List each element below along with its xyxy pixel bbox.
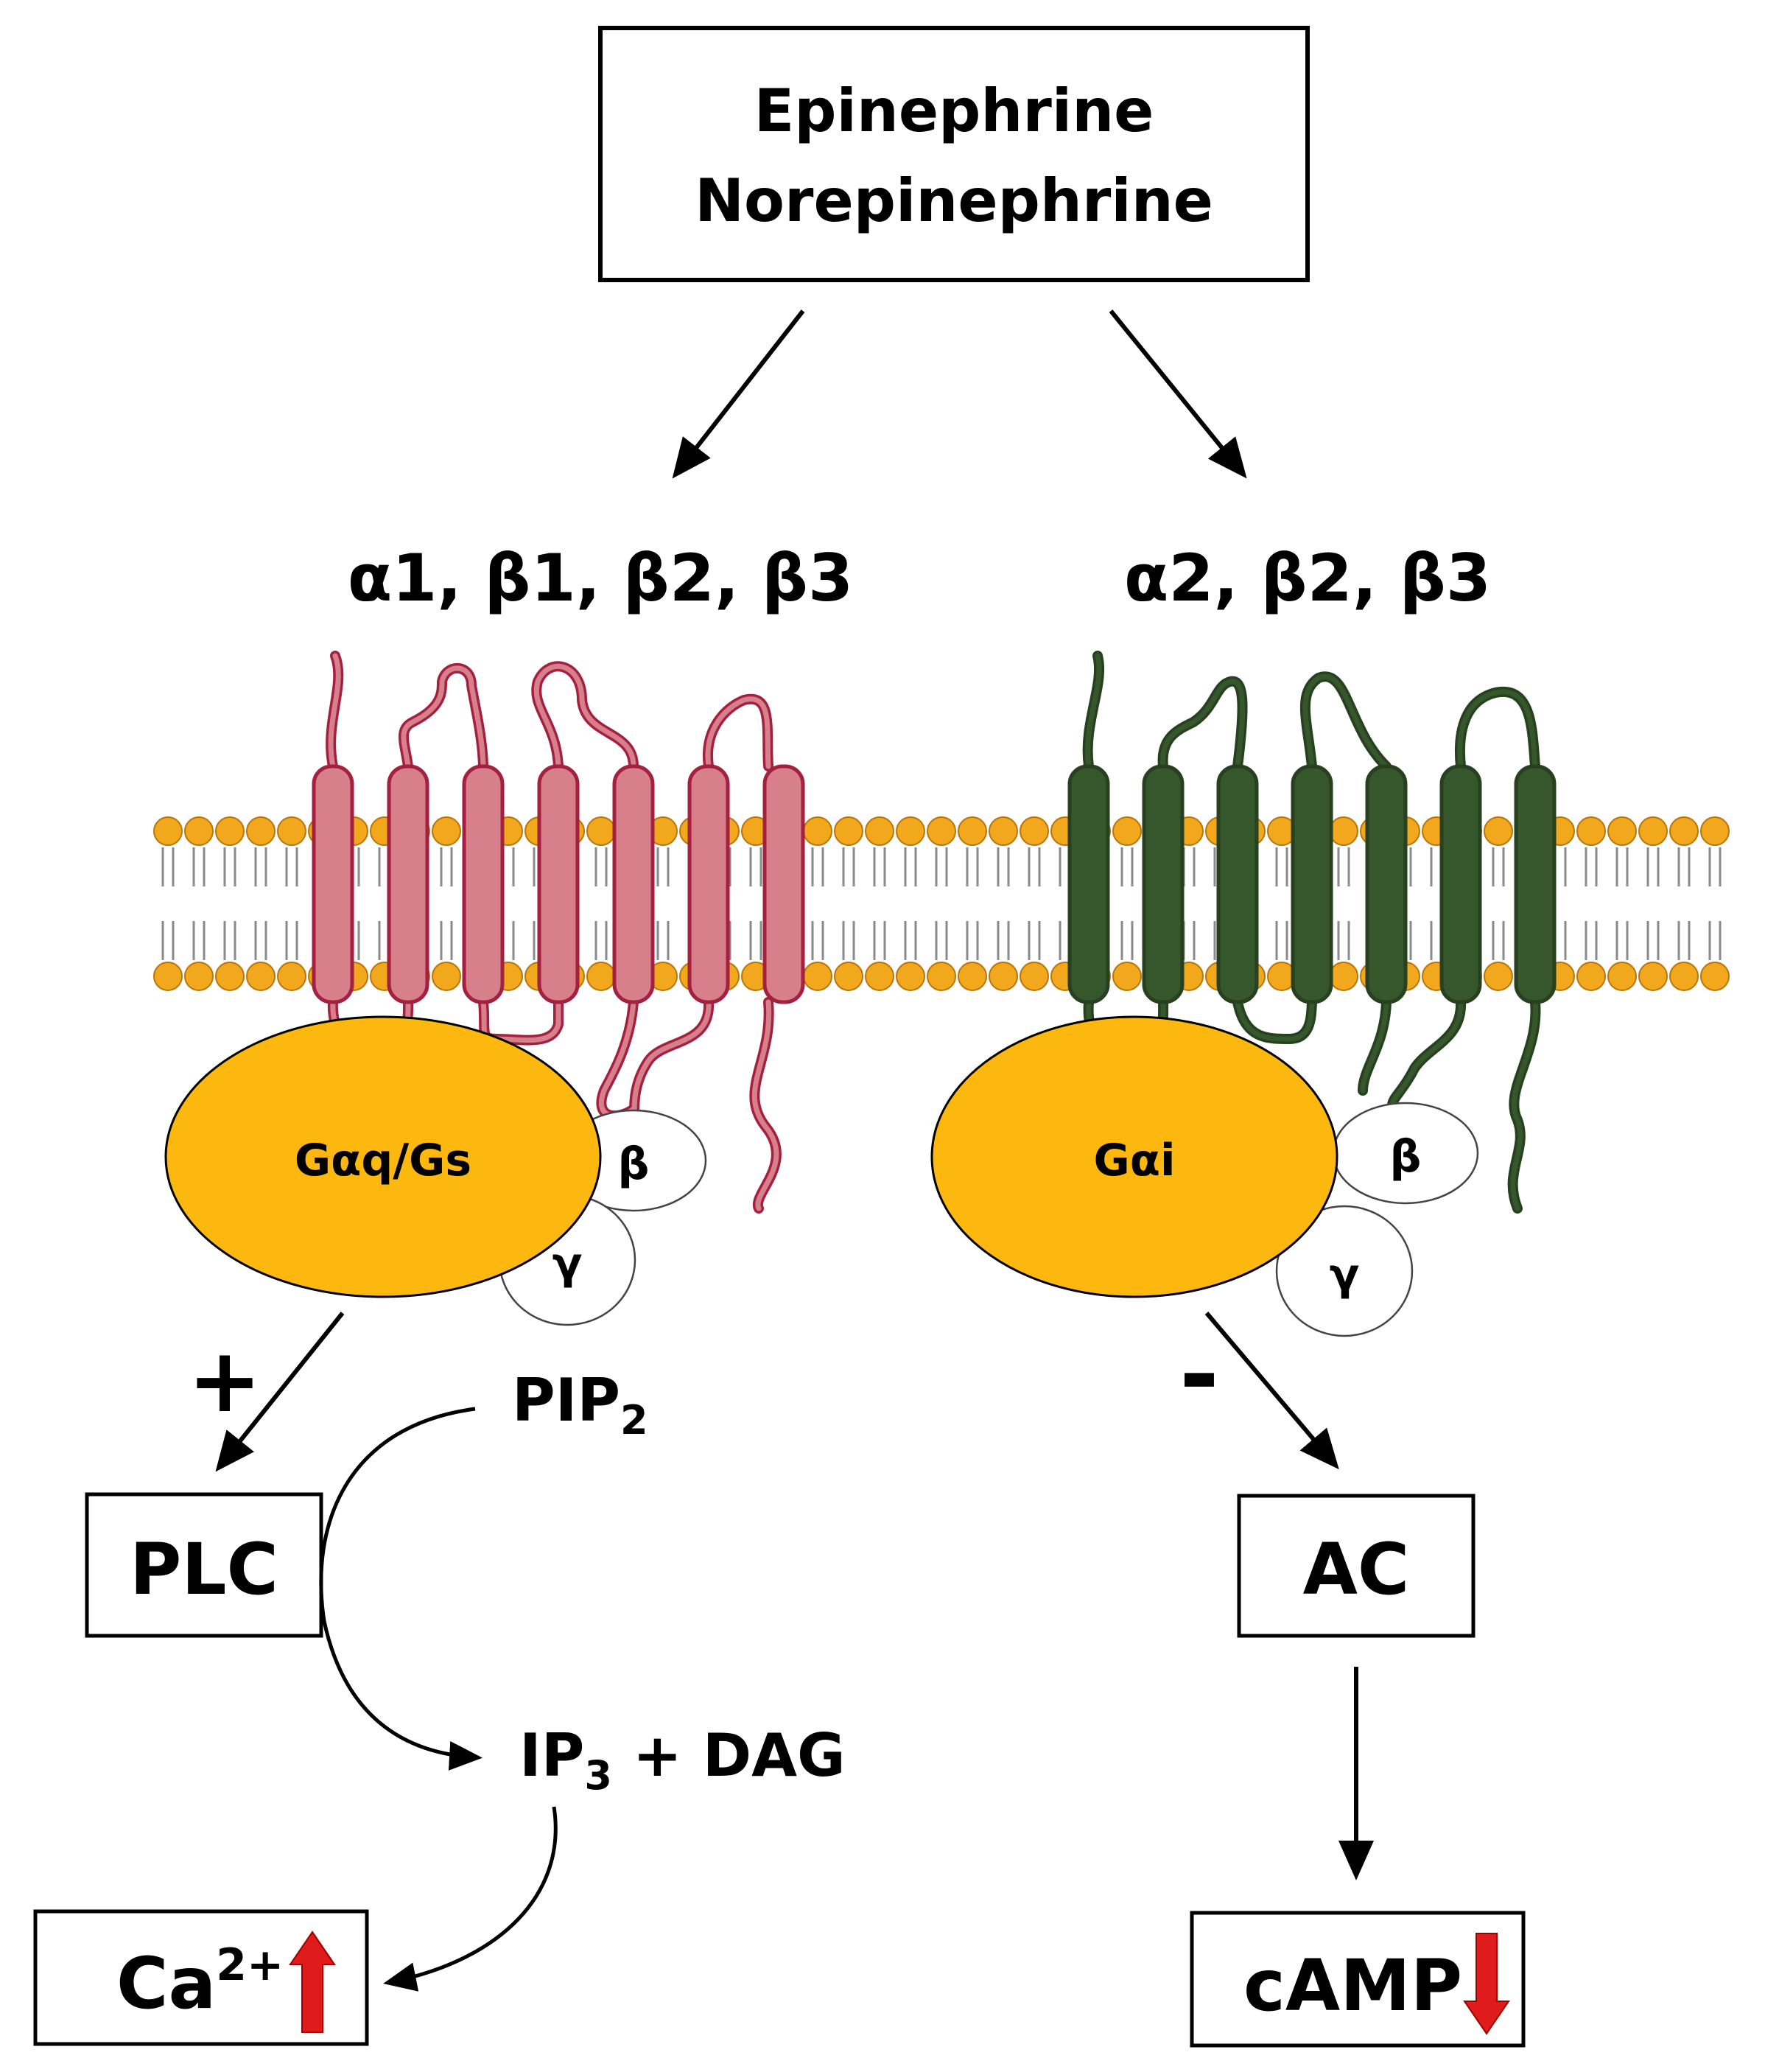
phospholipid <box>586 816 616 991</box>
ac-label: AC <box>1303 1528 1410 1611</box>
hormone-box <box>598 26 1310 282</box>
left-g-protein: Gαq/Gs β γ <box>164 1015 707 1326</box>
arrow-pip2-to-ip3 <box>319 1407 483 1771</box>
hormone-norepinephrine: Norepinephrine <box>695 167 1213 235</box>
right-g-gamma-subunit <box>1275 1205 1414 1337</box>
left-g-alpha-label: Gαq/Gs <box>295 1135 471 1186</box>
phospholipid <box>803 816 832 991</box>
phospholipid <box>246 816 276 991</box>
right-receptor <box>1067 651 1557 1214</box>
transmembrane-helix <box>687 764 730 1004</box>
arrow-g-to-ac <box>1204 1312 1339 1470</box>
plc-box <box>85 1492 323 1638</box>
phospholipid <box>834 816 863 991</box>
phospholipid <box>277 816 306 991</box>
transmembrane-helix <box>1216 764 1259 1004</box>
minus-sign: - <box>1179 1318 1219 1430</box>
arrow-to-left-receptor <box>672 309 805 479</box>
arrow-to-right-receptor <box>1109 309 1247 479</box>
transmembrane-helix <box>1365 764 1408 1004</box>
right-g-gamma-label: γ <box>1330 1249 1360 1301</box>
phospholipid <box>432 816 461 991</box>
left-receptor <box>312 651 805 1214</box>
transmembrane-helix <box>1067 764 1110 1004</box>
phospholipid <box>153 816 183 991</box>
ip3-dag-label: IP3 + DAG <box>519 1721 846 1799</box>
plc-label: PLC <box>130 1528 278 1611</box>
plus-sign: + <box>188 1330 262 1432</box>
phospholipid <box>184 816 214 991</box>
phospholipid <box>1576 816 1606 991</box>
right-g-beta-label: β <box>1390 1131 1422 1183</box>
phospholipid <box>865 816 894 991</box>
transmembrane-helix <box>1514 764 1557 1004</box>
arrow-down-icon <box>1463 1933 1510 2035</box>
camp-box <box>1190 1911 1526 2048</box>
left-g-gamma-label: γ <box>552 1238 583 1289</box>
phospholipid <box>1112 816 1142 991</box>
transmembrane-helix <box>612 764 655 1004</box>
phospholipid <box>1700 816 1730 991</box>
phospholipid <box>989 816 1018 991</box>
arrow-g-to-plc <box>215 1312 345 1472</box>
transmembrane-helix <box>462 764 505 1004</box>
phospholipid <box>1267 816 1296 991</box>
transmembrane-helix <box>387 764 429 1004</box>
left-g-beta-label: β <box>618 1138 650 1190</box>
phospholipid <box>1329 816 1358 991</box>
transmembrane-helix <box>1142 764 1185 1004</box>
transmembrane-helix <box>312 764 354 1004</box>
transmembrane-helix <box>1439 764 1482 1004</box>
phospholipid <box>958 816 987 991</box>
right-g-alpha-label: Gαi <box>1093 1135 1175 1186</box>
transmembrane-helix <box>762 764 805 1004</box>
right-g-protein: Gαi β γ <box>930 1015 1479 1337</box>
phospholipid <box>1020 816 1049 991</box>
pip2-subscript: 2 <box>620 1397 648 1443</box>
transmembrane-helix <box>537 764 580 1004</box>
phospholipid <box>1607 816 1637 991</box>
arrow-ip3-to-calcium <box>383 1806 558 1992</box>
arrow-up-icon <box>289 1931 336 2033</box>
ac-box <box>1237 1494 1475 1638</box>
left-g-alpha-subunit <box>164 1015 602 1298</box>
phospholipid <box>1638 816 1668 991</box>
transmembrane-helix <box>1291 764 1333 1004</box>
hormone-epinephrine: Epinephrine <box>754 77 1154 145</box>
phospholipid <box>648 816 678 991</box>
phospholipid <box>927 816 956 991</box>
pip2-label: PIP2 <box>512 1366 648 1443</box>
phospholipid <box>896 816 925 991</box>
phospholipid <box>1669 816 1699 991</box>
phospholipid <box>215 816 245 991</box>
calcium-superscript: 2+ <box>216 1939 284 1991</box>
left-receptor-label: α1, β1, β2, β3 <box>348 540 854 616</box>
phospholipid <box>1484 816 1513 991</box>
ip3-subscript: 3 <box>584 1752 612 1799</box>
right-g-alpha-subunit <box>930 1015 1338 1298</box>
calcium-label: Ca2+ <box>116 1939 284 2025</box>
camp-label: cAMP <box>1243 1945 1462 2027</box>
right-receptor-label: α2, β2, β3 <box>1124 540 1491 616</box>
